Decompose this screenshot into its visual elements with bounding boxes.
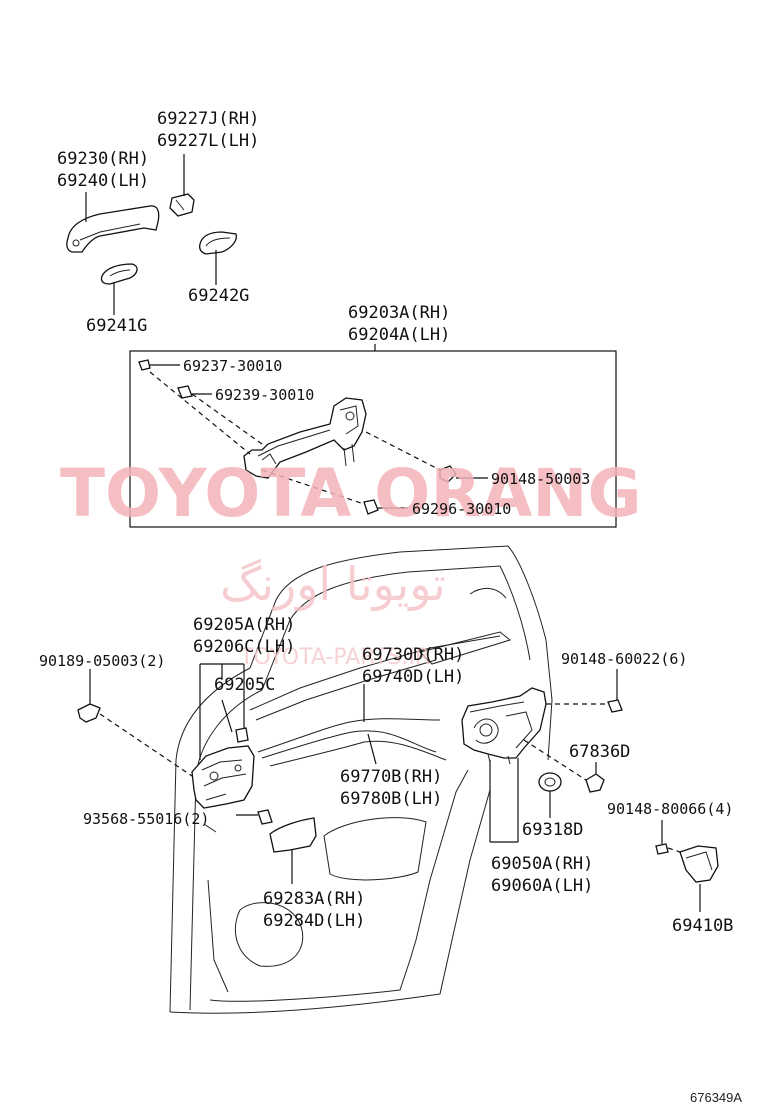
label-90148-80066: 90148-80066(4) [607,800,733,818]
label-69780b: 69780B(LH) [340,789,442,809]
handle-cap [169,193,195,217]
label-69318d: 69318D [522,820,583,840]
screw-69237 [138,359,151,371]
label-69284d: 69284D(LH) [263,911,365,931]
bolt-90148-50003 [439,465,457,483]
clip-69239 [177,385,193,399]
label-69770b: 69770B(RH) [340,767,442,787]
label-90189: 90189-05003(2) [39,652,165,670]
label-69237: 69237-30010 [183,357,282,375]
label-69205c: 69205C [214,675,275,695]
label-69410b: 69410B [672,916,733,936]
label-69227l: 69227L(LH) [157,131,259,151]
inside-handle [191,745,255,809]
screw-93568 [257,809,273,825]
label-90148-60022: 90148-60022(6) [561,650,687,668]
label-69240: 69240(LH) [57,171,149,191]
label-69206c: 69206C(LH) [193,637,295,657]
cables [257,718,447,767]
label-69241g: 69241G [86,316,147,336]
clip-90189 [77,703,101,723]
label-69283a: 69283A(RH) [263,889,365,909]
label-69060a: 69060A(LH) [491,876,593,896]
label-69230: 69230(RH) [57,149,149,169]
label-69204a: 69204A(LH) [348,325,450,345]
label-69227j: 69227J(RH) [157,109,259,129]
label-93568: 93568-55016(2) [83,810,209,828]
handle-pad-69242g [199,231,238,255]
cover-69283a [269,817,317,853]
door-panel-outline [169,545,553,1014]
label-69203a: 69203A(RH) [348,303,450,323]
label-69205a: 69205A(RH) [193,615,295,635]
striker-69410b [679,845,719,883]
label-69730d: 69730D(RH) [362,645,464,665]
label-69050a: 69050A(RH) [491,854,593,874]
handle-pad-69241g [100,263,138,285]
label-69296: 69296-30010 [412,500,511,518]
label-69239: 69239-30010 [215,386,314,404]
label-69242g: 69242G [188,286,249,306]
frame-assembly [243,397,367,479]
watermark-main: TOYOTA ORANG [60,455,642,532]
clip-69205c [235,727,249,743]
watermark-sub: TOYOTA-PARTS.IR [239,645,430,670]
watermark-arabic: تویوتا اورنگ [220,557,446,612]
label-69740d: 69740D(LH) [362,667,464,687]
bolt-69296 [363,499,379,515]
bolt-90148-80066 [655,843,669,855]
frame-assembly-box [129,350,617,528]
label-90148-50003: 90148-50003 [491,470,590,488]
door-lock-assembly [461,687,547,765]
label-67836d: 67836D [569,742,630,762]
cover-69318d [538,772,562,792]
grommet-67836d [585,773,605,793]
outside-handle [66,205,160,253]
bolt-90148-60022 [607,699,623,713]
diagram-code: 676349A [690,1090,742,1105]
